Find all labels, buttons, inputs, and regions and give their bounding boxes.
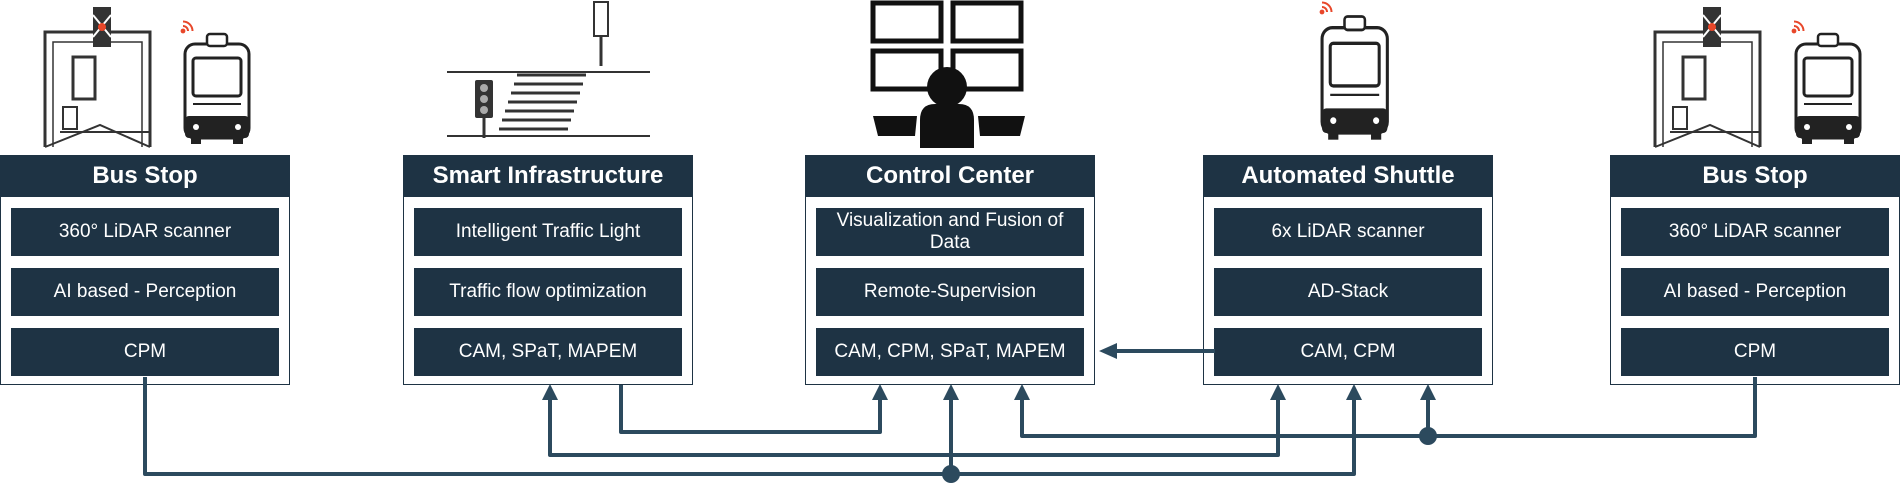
panel-title: Bus Stop (0, 155, 290, 197)
arrowhead (1270, 384, 1286, 400)
bus-stop-panel-right: Bus Stop 360° LiDAR scanner AI based - P… (1610, 155, 1900, 385)
visualization-cell: Visualization and Fusion of Data (816, 208, 1084, 256)
traffic-light-cell: Intelligent Traffic Light (414, 208, 682, 256)
message-cell: CPM (1621, 328, 1889, 376)
traffic-flow-cell: Traffic flow optimization (414, 268, 682, 316)
automated-shuttle-panel: Automated Shuttle 6x LiDAR scanner AD-St… (1203, 155, 1493, 385)
arrowhead (872, 384, 888, 400)
operator-monitors-icon (870, 0, 1025, 148)
lidar-scanner-cell: 360° LiDAR scanner (1621, 208, 1889, 256)
arrowhead (1420, 384, 1436, 400)
arrowhead (943, 384, 959, 400)
connector-line (1020, 377, 1757, 438)
arrowhead (1099, 343, 1117, 359)
traffic-light-icon (475, 1, 609, 138)
smart-infrastructure-panel: Smart Infrastructure Intelligent Traffic… (403, 155, 693, 385)
panel-title: Control Center (805, 155, 1095, 197)
junction-dot (1419, 427, 1437, 445)
remote-supervision-cell: Remote-Supervision (816, 268, 1084, 316)
arrowhead (1014, 384, 1030, 400)
panel-title: Bus Stop (1610, 155, 1900, 197)
perception-cell: AI based - Perception (1621, 268, 1889, 316)
icon-layer (43, 0, 1862, 149)
arrowhead (1346, 384, 1362, 400)
connector-line (619, 385, 882, 434)
panel-title: Automated Shuttle (1203, 155, 1493, 197)
lidar-scanner-cell: 360° LiDAR scanner (11, 208, 279, 256)
control-center-panel: Control Center Visualization and Fusion … (805, 155, 1095, 385)
bus-stop-panel-left: Bus Stop 360° LiDAR scanner AI based - P… (0, 155, 290, 385)
connector-line (143, 377, 1356, 476)
message-cell: CAM, CPM (1214, 328, 1482, 376)
panel-title: Smart Infrastructure (403, 155, 693, 197)
crosswalk-icon (447, 71, 650, 137)
ad-stack-cell: AD-Stack (1214, 268, 1482, 316)
connector-line (548, 398, 1280, 457)
perception-cell: AI based - Perception (11, 268, 279, 316)
message-cell: CAM, CPM, SPaT, MAPEM (816, 328, 1084, 376)
message-cell: CPM (11, 328, 279, 376)
lidar-scanner-cell: 6x LiDAR scanner (1214, 208, 1482, 256)
message-cell: CAM, SPaT, MAPEM (414, 328, 682, 376)
arrowhead (542, 384, 558, 400)
junction-dot (942, 465, 960, 483)
